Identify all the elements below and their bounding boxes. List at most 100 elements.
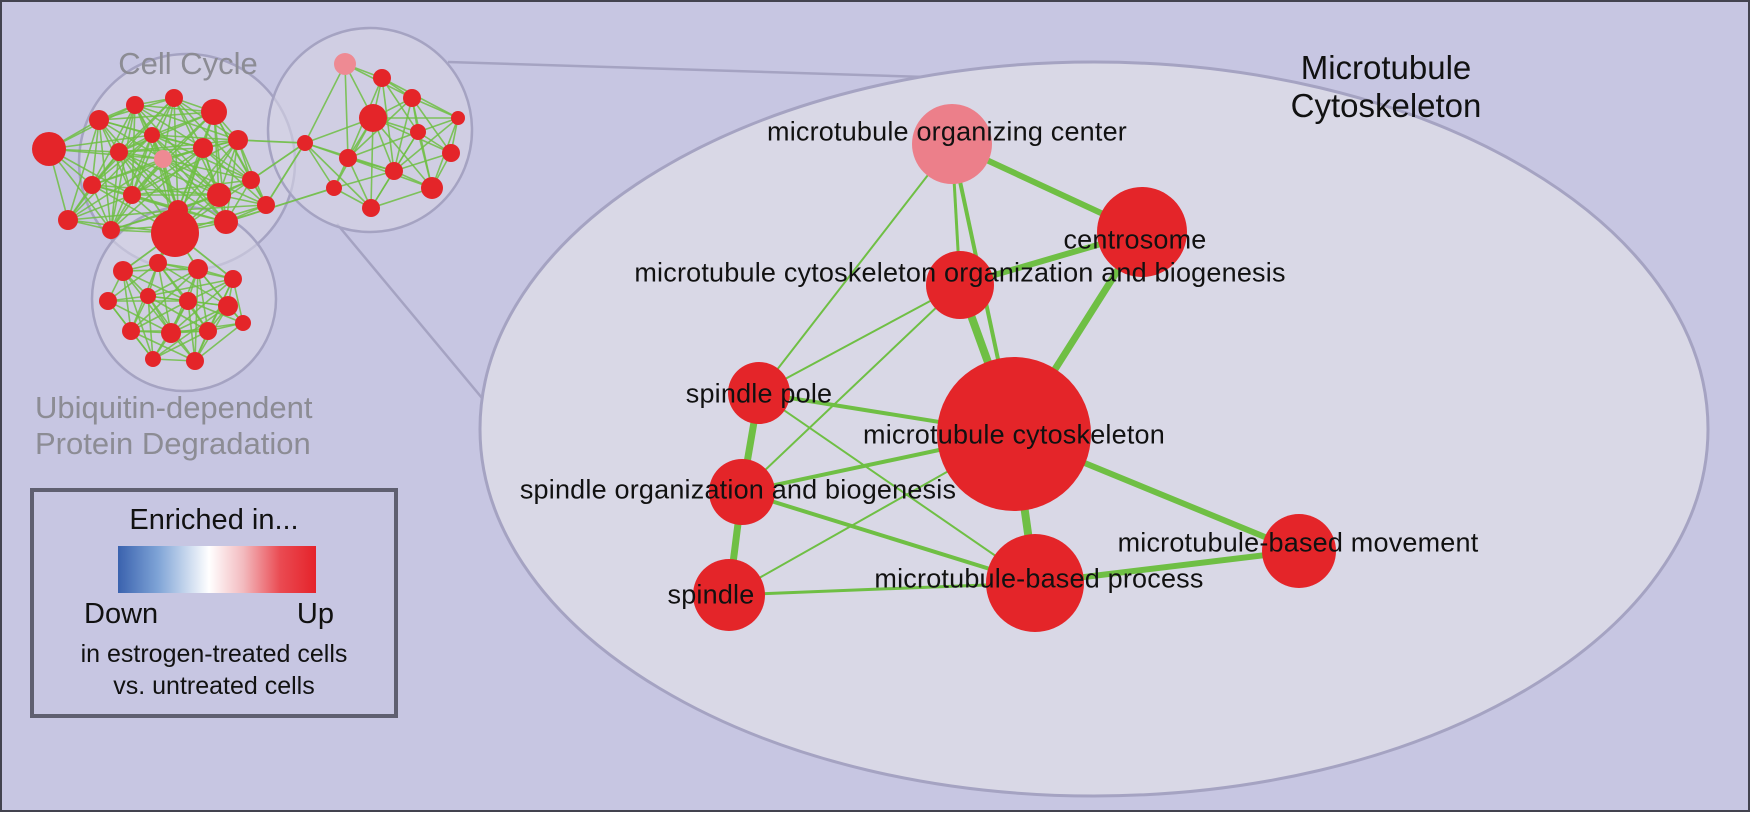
overview-node — [99, 292, 117, 310]
overview-edge — [347, 157, 372, 209]
overview-node — [145, 351, 161, 367]
overview-node — [122, 322, 140, 340]
overview-node — [32, 132, 66, 166]
overview-edge — [67, 134, 153, 221]
overview-edge — [130, 330, 196, 362]
overview-node — [154, 150, 172, 168]
detail-node-centrosome — [1097, 187, 1187, 277]
overview-node — [359, 104, 387, 132]
overview-edge — [131, 97, 175, 196]
overview-node — [421, 177, 443, 199]
overview-node — [257, 196, 275, 214]
overview-node — [214, 210, 238, 234]
detail-edge-microtubule-organizing-center--spindle-pole — [758, 143, 953, 394]
overview-edge — [152, 330, 209, 360]
overview-edge — [122, 270, 189, 302]
overview-edge — [130, 300, 189, 332]
overview-cross-edge — [237, 139, 306, 144]
overview-edge — [344, 63, 349, 159]
overview-cross-edge — [265, 142, 306, 206]
overview-edge — [67, 194, 133, 221]
overview-node — [451, 111, 465, 125]
overview-edge — [131, 134, 153, 196]
detail-node-spindle-pole — [728, 362, 790, 424]
overview-edge — [304, 63, 346, 144]
detail-node-microtubule-based-process — [986, 534, 1084, 632]
overview-edge — [118, 111, 215, 153]
overview-node — [199, 322, 217, 340]
overview-edge — [91, 119, 100, 186]
overview-edge — [411, 97, 452, 154]
detail-edge-microtubule-based-process--spindle — [728, 581, 1036, 597]
detail-edge-spindle-pole--microtubule-based-process — [758, 392, 1036, 584]
overview-node — [126, 96, 144, 114]
legend-gradient-bar — [118, 546, 316, 593]
detail-node-spindle-organization-and-biogenesis — [709, 459, 775, 525]
overview-node — [339, 149, 357, 167]
overview-edge — [393, 117, 459, 172]
overview-edge — [131, 179, 252, 196]
overview-node — [149, 254, 167, 272]
detail-node-microtubule-cytoskeleton-organization-and-biogenesis — [926, 251, 994, 319]
overview-edge — [118, 139, 239, 153]
overview-node — [297, 135, 313, 151]
overview-node — [207, 183, 231, 207]
overview-edge — [151, 134, 239, 141]
overview-node — [140, 288, 156, 304]
legend-down-label: Down — [84, 598, 159, 630]
overview-node — [165, 89, 183, 107]
overview-edge — [110, 147, 204, 231]
detail-node-spindle — [693, 559, 765, 631]
legend-box: Enriched in... Down Up in estrogen-treat… — [30, 488, 398, 718]
overview-edge — [91, 184, 220, 196]
overview-edge — [393, 152, 452, 172]
overview-edge — [147, 278, 234, 297]
detail-node-microtubule-cytoskeleton — [937, 357, 1091, 511]
overview-edge — [304, 142, 335, 189]
overview-edge — [370, 117, 374, 209]
overview-edge — [225, 139, 239, 223]
overview-node — [224, 270, 242, 288]
overview-edge — [118, 151, 220, 196]
overview-node — [179, 292, 197, 310]
overview-edge — [393, 97, 413, 172]
overview-edge — [304, 142, 372, 209]
overview-edge — [107, 262, 159, 302]
overview-cross-edge — [225, 187, 335, 223]
overview-node — [89, 110, 109, 130]
overview-edge — [194, 322, 244, 362]
overview-node — [186, 352, 204, 370]
overview-node — [58, 210, 78, 230]
overview-edge — [202, 147, 267, 206]
overview-node — [110, 143, 128, 161]
overview-node — [373, 69, 391, 87]
overview-edge — [347, 131, 419, 159]
overview-node — [144, 127, 160, 143]
overview-node — [228, 130, 248, 150]
overview-node — [242, 171, 260, 189]
overview-edge — [67, 119, 100, 221]
overview-node — [113, 261, 133, 281]
overview-edge — [147, 295, 209, 332]
overview-edge — [130, 268, 199, 332]
overview-node — [161, 323, 181, 343]
overview-cross-edge — [250, 142, 306, 181]
network-graphic — [32, 26, 1710, 798]
overview-edge — [162, 158, 252, 181]
overview-edge — [118, 151, 179, 211]
legend-caption-line1: in estrogen-treated cells — [80, 640, 348, 668]
legend-title: Enriched in... — [129, 504, 299, 536]
overview-edge — [170, 305, 229, 334]
overview-edge — [177, 139, 239, 211]
overview-node — [385, 162, 403, 180]
legend-up-label: Up — [296, 598, 334, 630]
detail-edge-microtubule-cytoskeleton-organization-and-biogenesis--spindle-organization-and-biogenesis — [741, 284, 961, 493]
legend-caption-line2: vs. untreated cells — [113, 672, 315, 700]
detail-node-microtubule-organizing-center — [912, 104, 992, 184]
detail-edge-microtubule-cytoskeleton-organization-and-biogenesis--spindle-pole — [758, 284, 961, 394]
overview-node — [403, 89, 421, 107]
detail-ellipse — [478, 60, 1710, 798]
overview-edge — [372, 117, 433, 189]
overview-node — [326, 180, 342, 196]
